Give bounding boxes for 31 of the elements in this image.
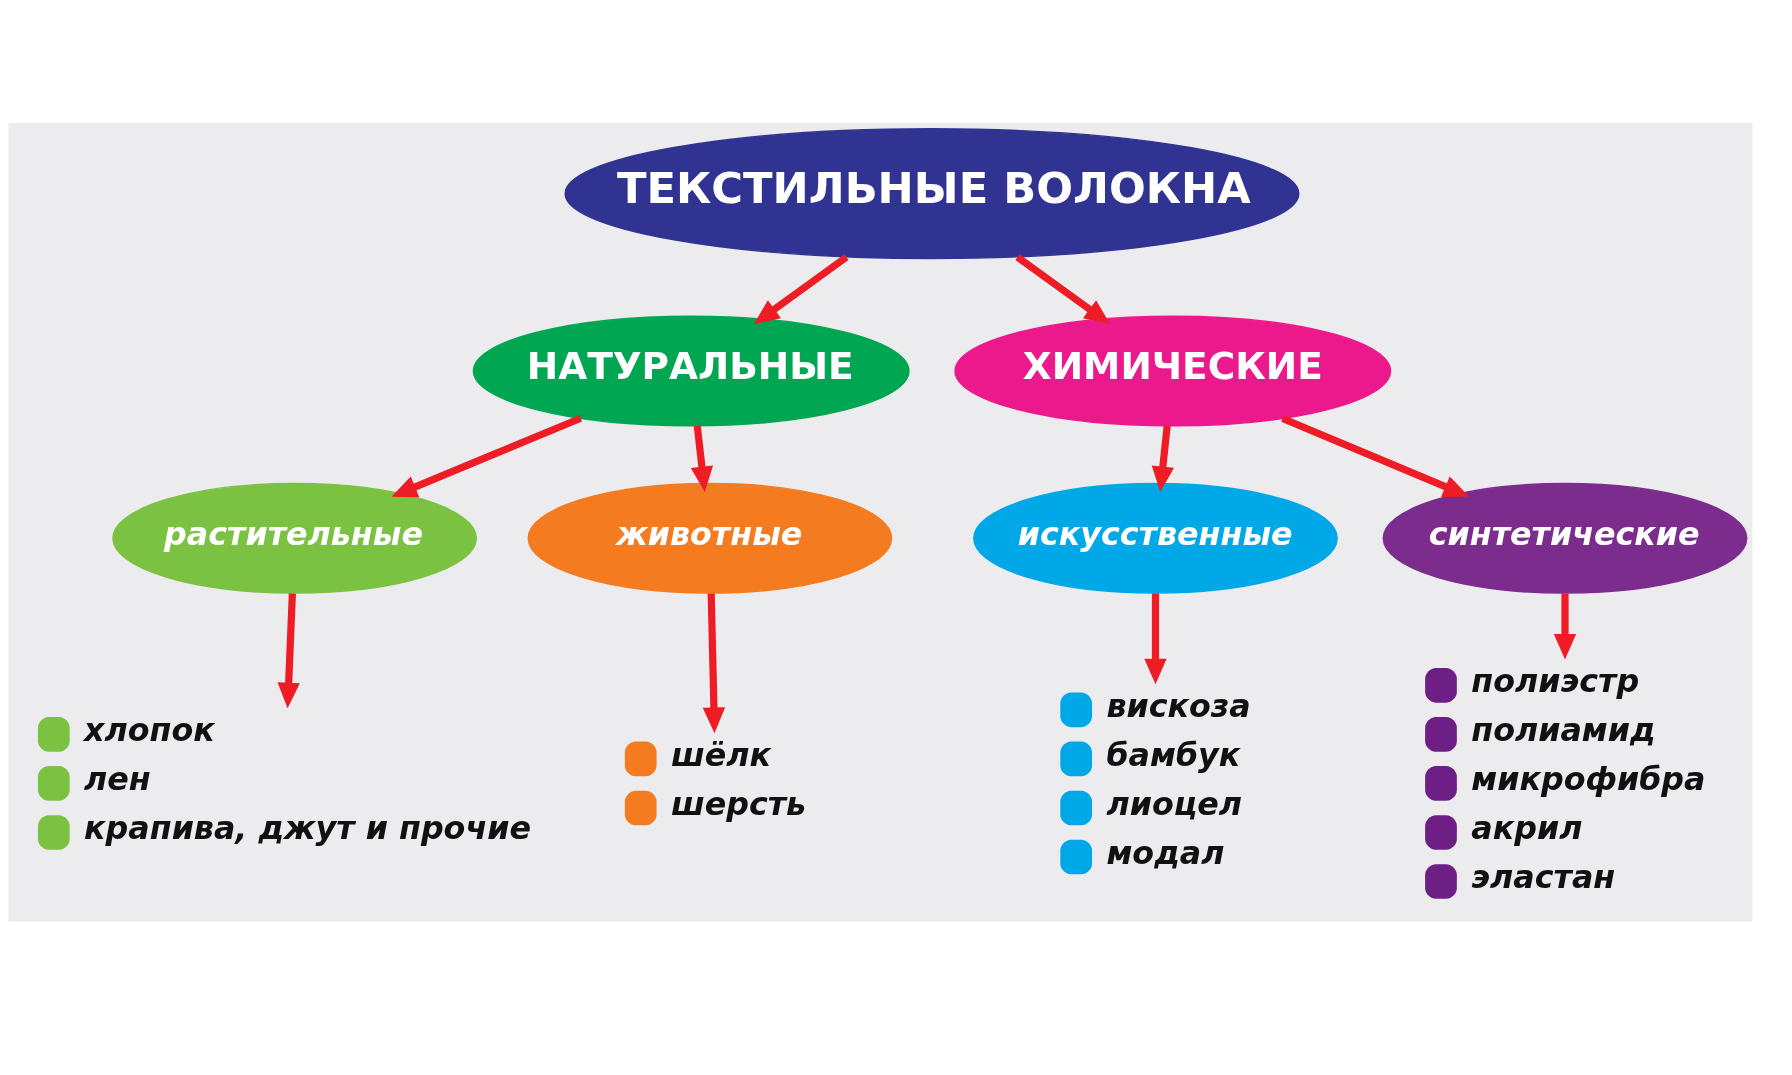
node-ellipse: животные <box>527 482 893 594</box>
arrow <box>702 592 726 733</box>
node-label: полиэстр <box>1471 662 1640 699</box>
arrow <box>1553 593 1577 660</box>
node-label: полиамид <box>1471 711 1656 748</box>
node-label: эластан <box>1471 858 1616 895</box>
node-label: шерсть <box>670 785 807 822</box>
node-label: шёлк <box>670 736 771 773</box>
node-ellipse: ТЕКСТИЛЬНЫЕ ВОЛОКНА <box>564 127 1300 259</box>
node-label: бамбук <box>1106 736 1241 773</box>
node-ellipse: синтетические <box>1382 482 1748 594</box>
node-ellipse: искусственные <box>973 482 1338 594</box>
node-ellipse: НАТУРАЛЬНЫЕ <box>472 315 910 427</box>
arrow <box>1281 414 1469 497</box>
arrow <box>1151 424 1174 492</box>
node-label: хлопок <box>84 711 215 748</box>
arrow <box>690 424 714 492</box>
arrow <box>1015 253 1111 324</box>
node-label: лиоцел <box>1106 785 1242 822</box>
arrow <box>277 592 300 708</box>
node-label: акрил <box>1471 809 1583 846</box>
node-ellipse: растительные <box>112 482 478 594</box>
node-ellipse: ХИМИЧЕСКИЕ <box>954 315 1392 427</box>
arrow <box>1144 593 1167 684</box>
node-label: вискоза <box>1106 687 1251 724</box>
arrow <box>391 414 583 497</box>
node-label: крапива, джут и прочие <box>84 809 531 846</box>
arrow <box>753 253 849 324</box>
node-label: лен <box>84 760 151 797</box>
node-label: микрофибра <box>1471 760 1706 797</box>
node-label: модал <box>1106 834 1225 871</box>
